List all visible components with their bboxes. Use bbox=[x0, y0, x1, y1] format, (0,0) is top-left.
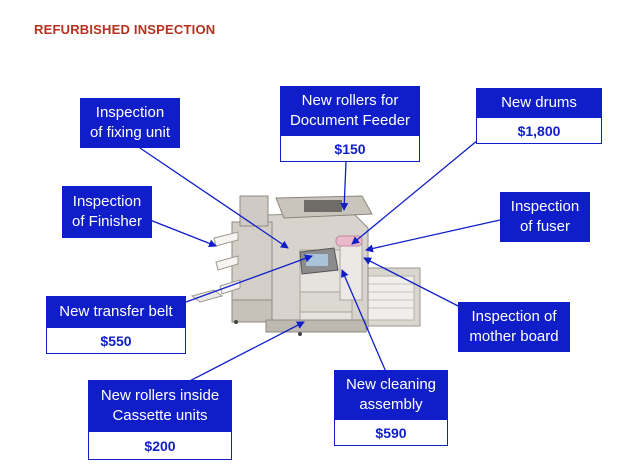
arrow-cleaning bbox=[341, 269, 387, 373]
arrow-fuser bbox=[365, 219, 501, 253]
callout-finisher: Inspection of Finisher bbox=[62, 186, 152, 238]
callout-label: New rollers inside Cassette units bbox=[88, 380, 232, 432]
callout-cleaning-assembly: New cleaning assembly $590 bbox=[334, 370, 448, 446]
callout-price: $200 bbox=[88, 432, 232, 460]
callout-label: Inspection of fixing unit bbox=[80, 98, 180, 148]
callout-label: New cleaning assembly bbox=[334, 370, 448, 420]
callout-label: Inspection of fuser bbox=[500, 192, 590, 242]
callout-label: New drums bbox=[476, 88, 602, 118]
arrow-finisher bbox=[149, 219, 217, 248]
callout-document-feeder: New rollers for Document Feeder $150 bbox=[280, 86, 420, 162]
callout-label: New rollers for Document Feeder bbox=[280, 86, 420, 136]
callout-price: $590 bbox=[334, 420, 448, 446]
arrow-transfer bbox=[185, 254, 313, 303]
page-title: REFURBISHED INSPECTION bbox=[34, 22, 216, 37]
arrow-fixing bbox=[139, 147, 289, 249]
callout-fuser: Inspection of fuser bbox=[500, 192, 590, 242]
callout-price: $1,800 bbox=[476, 118, 602, 144]
callout-price: $550 bbox=[46, 328, 186, 354]
callout-label: Inspection of mother board bbox=[458, 302, 570, 352]
callout-drums: New drums $1,800 bbox=[476, 88, 602, 144]
callout-cassette-units: New rollers inside Cassette units $200 bbox=[88, 380, 232, 460]
arrow-motherboard bbox=[363, 257, 467, 311]
arrow-drums bbox=[351, 139, 479, 245]
arrow-cassette bbox=[179, 321, 305, 387]
callout-price: $150 bbox=[280, 136, 420, 162]
callout-fixing-unit: Inspection of fixing unit bbox=[80, 98, 180, 148]
copier-illustration bbox=[190, 195, 421, 336]
callout-label: Inspection of Finisher bbox=[62, 186, 152, 238]
callout-mother-board: Inspection of mother board bbox=[458, 302, 570, 352]
arrow-docfeeder bbox=[340, 161, 349, 211]
callout-transfer-belt: New transfer belt $550 bbox=[46, 296, 186, 354]
callout-label: New transfer belt bbox=[46, 296, 186, 328]
